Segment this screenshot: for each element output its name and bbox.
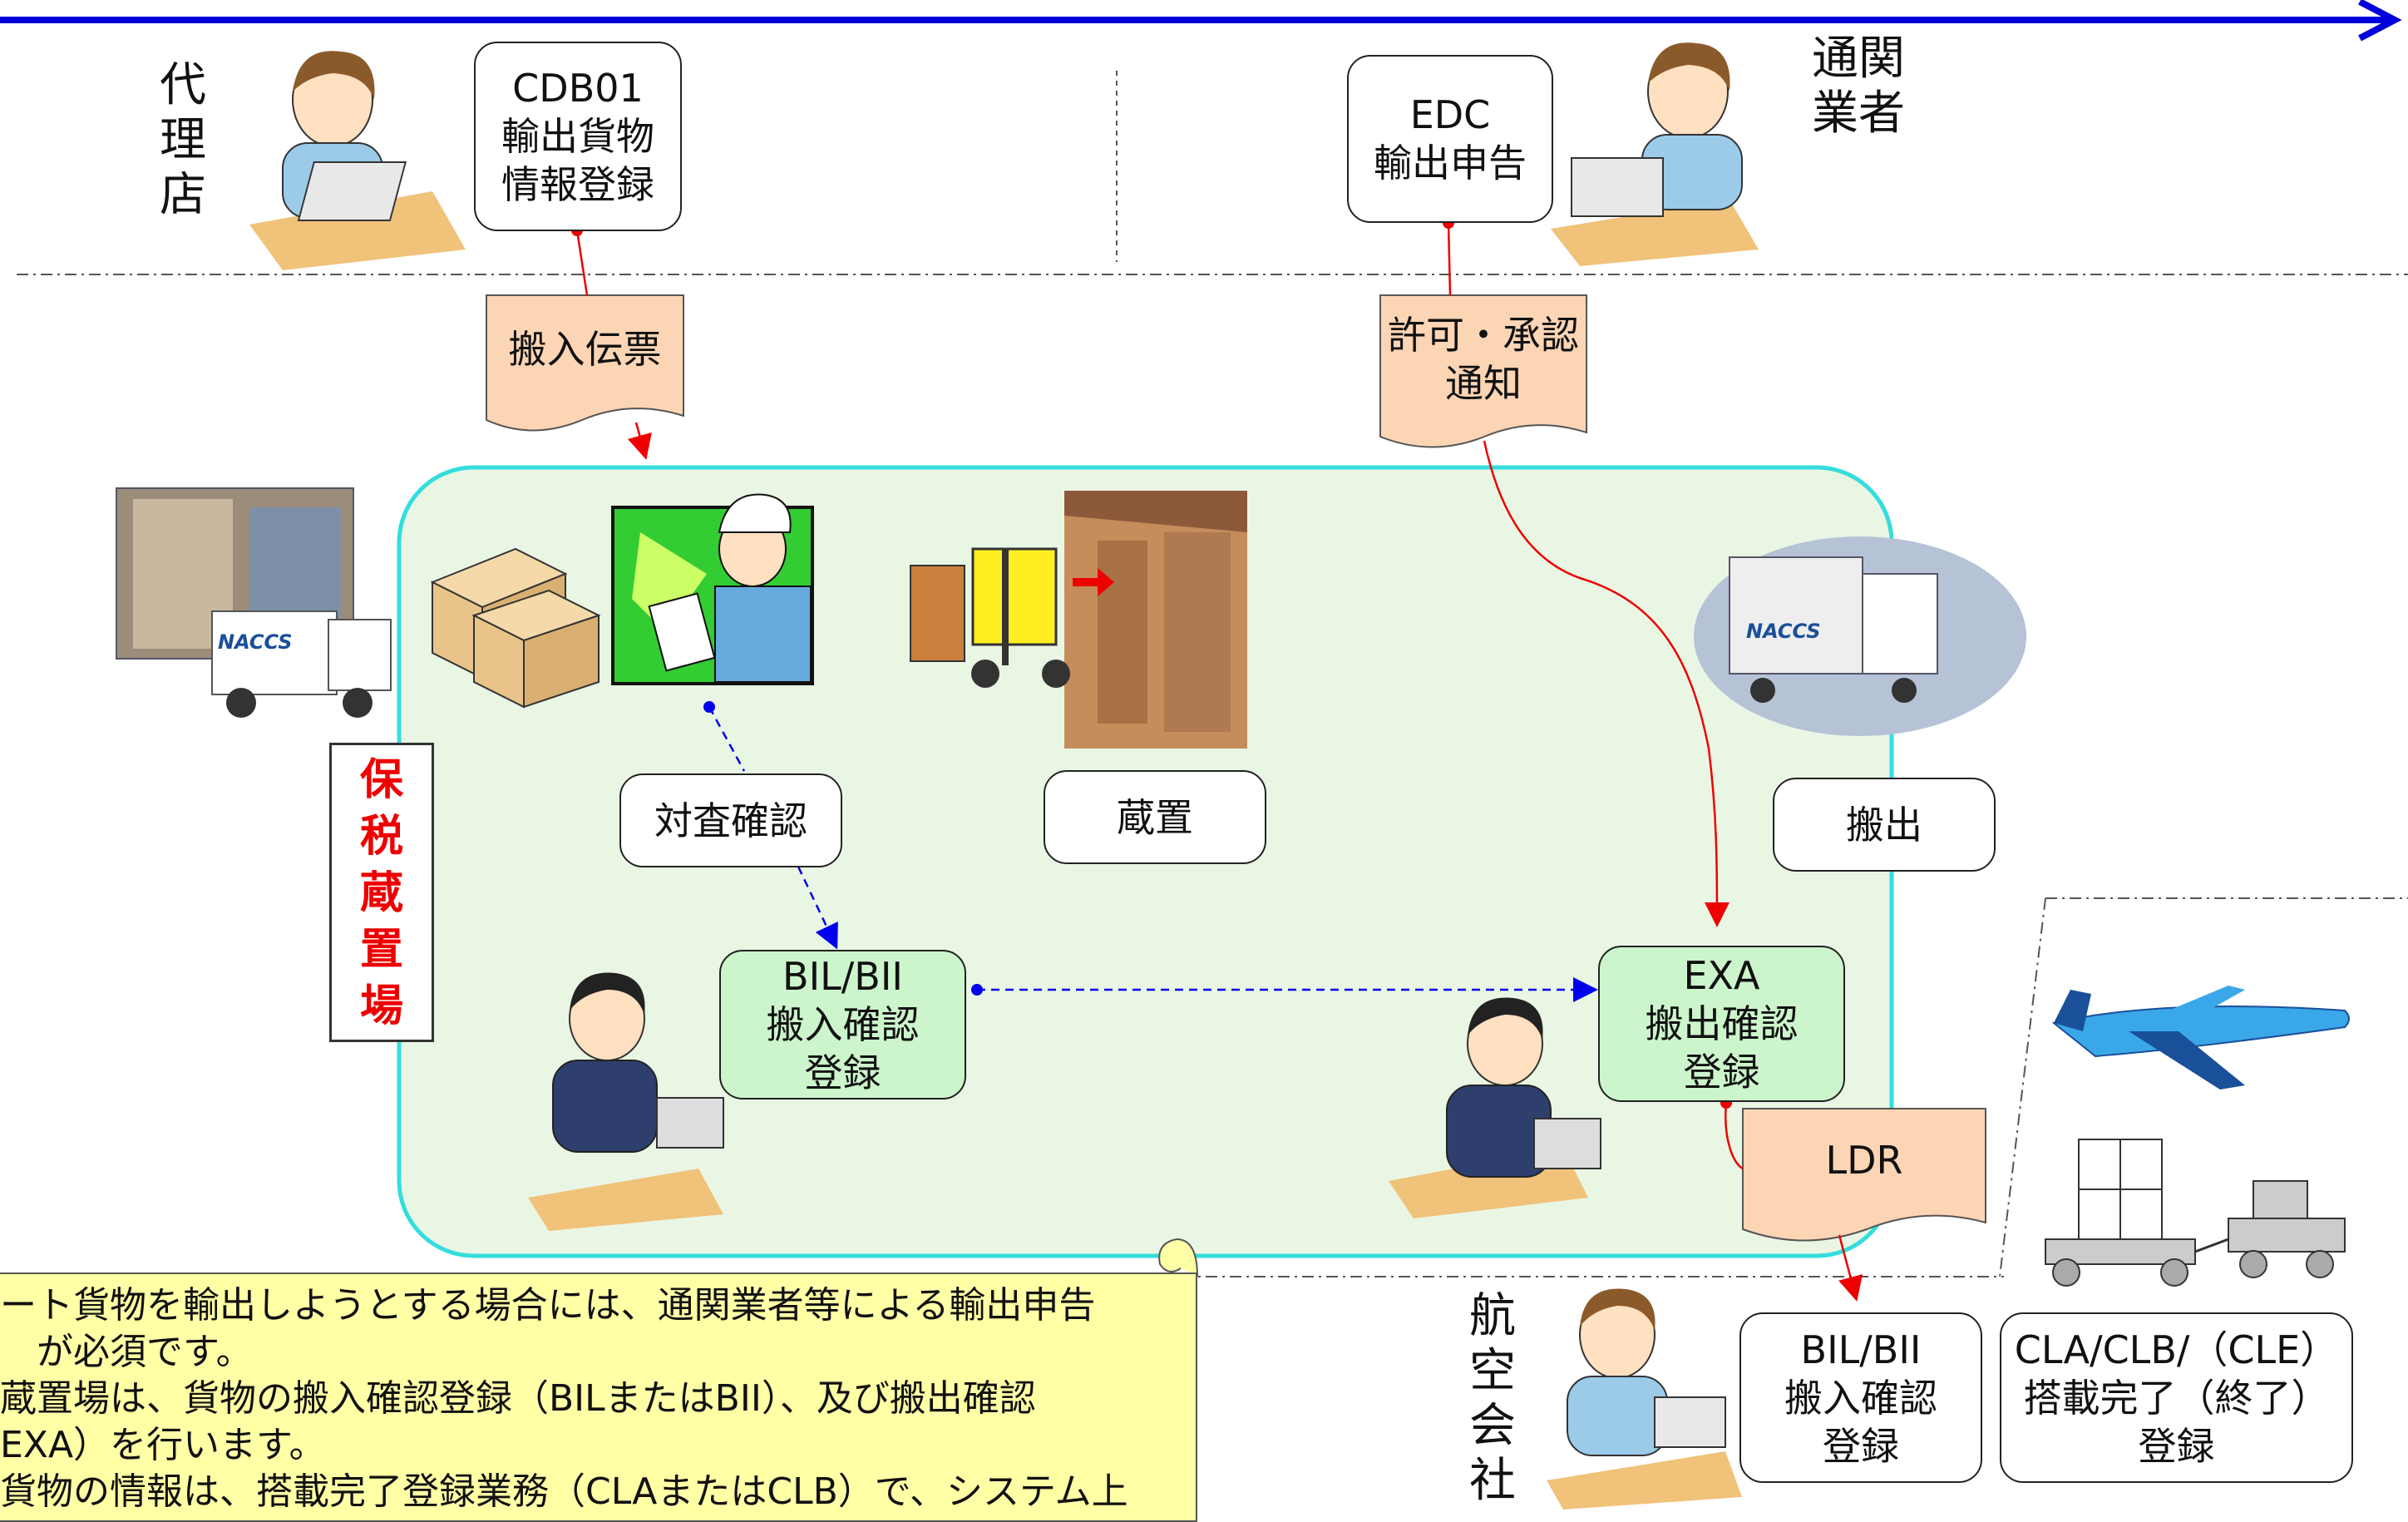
- bil-bii-airline-box: BIL/BII 搬入確認 登録: [1739, 1312, 1982, 1483]
- trailer-truck-illustration: [1694, 536, 2026, 736]
- timeline-arrow: [0, 0, 2402, 42]
- zochi-box: 蔵置: [1044, 770, 1266, 864]
- exa-box: EXA 搬出確認 登録: [1598, 946, 1845, 1102]
- role-label-koku: 航 空 会 社: [1469, 1289, 1516, 1508]
- warehouse-clerk-left-illustration: [528, 972, 724, 1231]
- kyoka-tsuchi-doc: 許可・承認 通知: [1388, 313, 1579, 406]
- separator-airline-diag: [1999, 897, 2046, 1277]
- hannyu-denpyo-doc: 搬入伝票: [508, 327, 662, 372]
- airplane-illustration: [2051, 986, 2350, 1090]
- note-line: EXA）を行います。: [0, 1424, 326, 1466]
- hanshutsu-box: 搬出: [1773, 778, 1996, 872]
- edc-box: EDC 輸出申告: [1347, 55, 1553, 223]
- note-line: が必須です。: [0, 1331, 253, 1373]
- doc-shape-ldr: [1742, 1108, 1986, 1242]
- note-line: 貨物の情報は、搭載完了登録業務（CLAまたはCLB）で、システム上: [0, 1470, 1128, 1513]
- warehouse-truck-illustration: [116, 487, 392, 718]
- note-scroll-curl: [1158, 1238, 1198, 1277]
- note-line: ート貨物を輸出しようとする場合には、通関業者等による輸出申告: [0, 1284, 1096, 1327]
- naccs-logo-left: NACCS: [218, 630, 293, 654]
- warehouse-clerk-right-illustration: [1389, 997, 1601, 1218]
- bil-bii-warehouse-box: BIL/BII 搬入確認 登録: [719, 950, 966, 1099]
- explanation-note: ート貨物を輸出しようとする場合には、通関業者等による輸出申告 が必須です。 蔵置…: [0, 1272, 1197, 1522]
- ldr-doc: LDR: [1825, 1138, 1903, 1183]
- cargo-cart-illustration: [2045, 1139, 2346, 1287]
- cardboard-boxes-illustration: [430, 547, 601, 709]
- agent-person-illustration: [249, 51, 466, 270]
- forklift-warehouse-illustration: [910, 491, 1247, 749]
- cdb01-box: CDB01 輸出貨物 情報登録: [474, 42, 682, 231]
- naccs-logo-right: NACCS: [1746, 620, 1821, 643]
- broker-person-illustration: [1551, 42, 1759, 266]
- flow-bil-to-exa: [971, 977, 1598, 1002]
- note-line: 蔵置場は、貨物の搬入確認登録（BILまたはBII）、及び搬出確認: [0, 1377, 1036, 1420]
- doc-shape-hannyu: [486, 294, 684, 432]
- taisa-box: 対査確認: [619, 773, 842, 867]
- cla-box: CLA/CLB/（CLE） 搭載完了（終了） 登録: [2000, 1312, 2353, 1483]
- role-label-dairiten: 代 理 店: [160, 58, 206, 222]
- doc-shape-kyoka: [1379, 294, 1587, 448]
- flow-taisa-to-bil: [703, 701, 838, 950]
- role-label-tsukan: 通関 業者: [1812, 32, 1905, 141]
- bonded-warehouse-label: 保 税 蔵 置 場: [329, 743, 434, 1042]
- airline-person-illustration: [1547, 1288, 1742, 1510]
- inspector-illustration: [611, 493, 814, 685]
